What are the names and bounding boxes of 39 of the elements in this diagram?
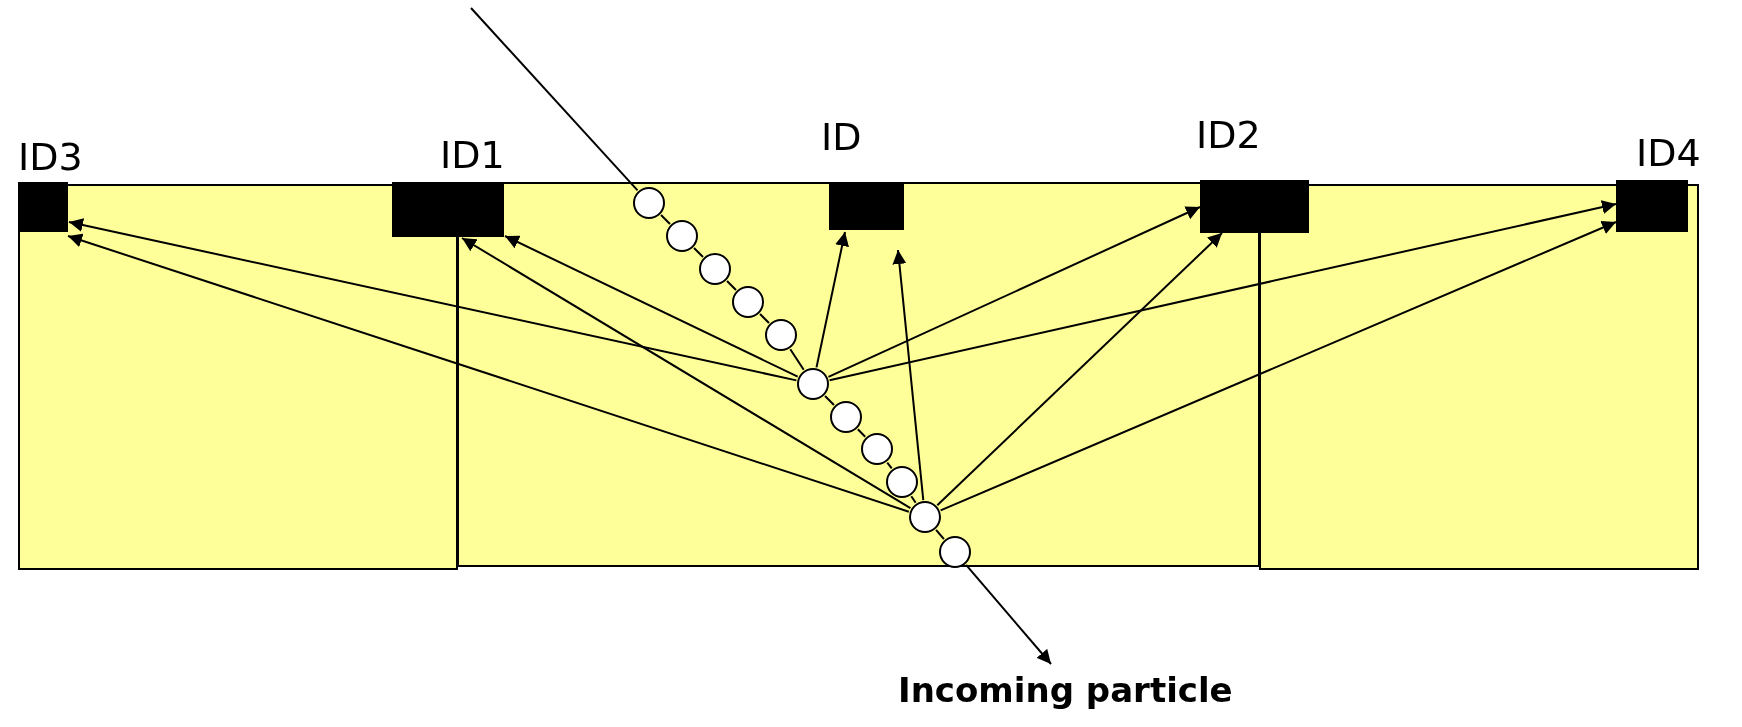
arrow (67, 233, 910, 513)
arrow (68, 218, 798, 382)
arrow (827, 206, 1201, 378)
track-line (856, 428, 867, 438)
hit-circle (797, 368, 829, 400)
track-line (693, 247, 704, 258)
arrow (965, 563, 1052, 665)
arrow (892, 249, 925, 502)
track-line (470, 7, 639, 192)
track-line (660, 214, 671, 225)
track-line (759, 313, 770, 324)
arrow (828, 200, 1617, 382)
track-line (726, 280, 737, 291)
arrow (936, 232, 1223, 507)
hit-circle (699, 253, 731, 285)
arrow (815, 231, 849, 369)
hit-circle (886, 466, 918, 498)
detector-label: ID (821, 118, 862, 156)
track-line (824, 395, 835, 406)
detector-label: ID4 (1636, 134, 1701, 172)
hit-circle (939, 536, 971, 568)
hit-circle (633, 187, 665, 219)
detector-label: ID1 (440, 136, 505, 174)
hit-circle (909, 501, 941, 533)
hit-circle (830, 401, 862, 433)
detector-label: ID3 (18, 138, 83, 176)
arrow (504, 235, 799, 378)
track-line (886, 461, 893, 470)
track-line (935, 528, 945, 541)
detector-label: ID2 (1196, 116, 1261, 154)
track-line (910, 495, 917, 504)
arrow (939, 221, 1617, 512)
track-line (789, 348, 805, 371)
particle-label: Incoming particle (898, 672, 1298, 716)
hit-circle (861, 433, 893, 465)
hit-circle (666, 220, 698, 252)
hit-circle (765, 319, 797, 351)
arrow (461, 237, 912, 510)
hit-circle (732, 286, 764, 318)
